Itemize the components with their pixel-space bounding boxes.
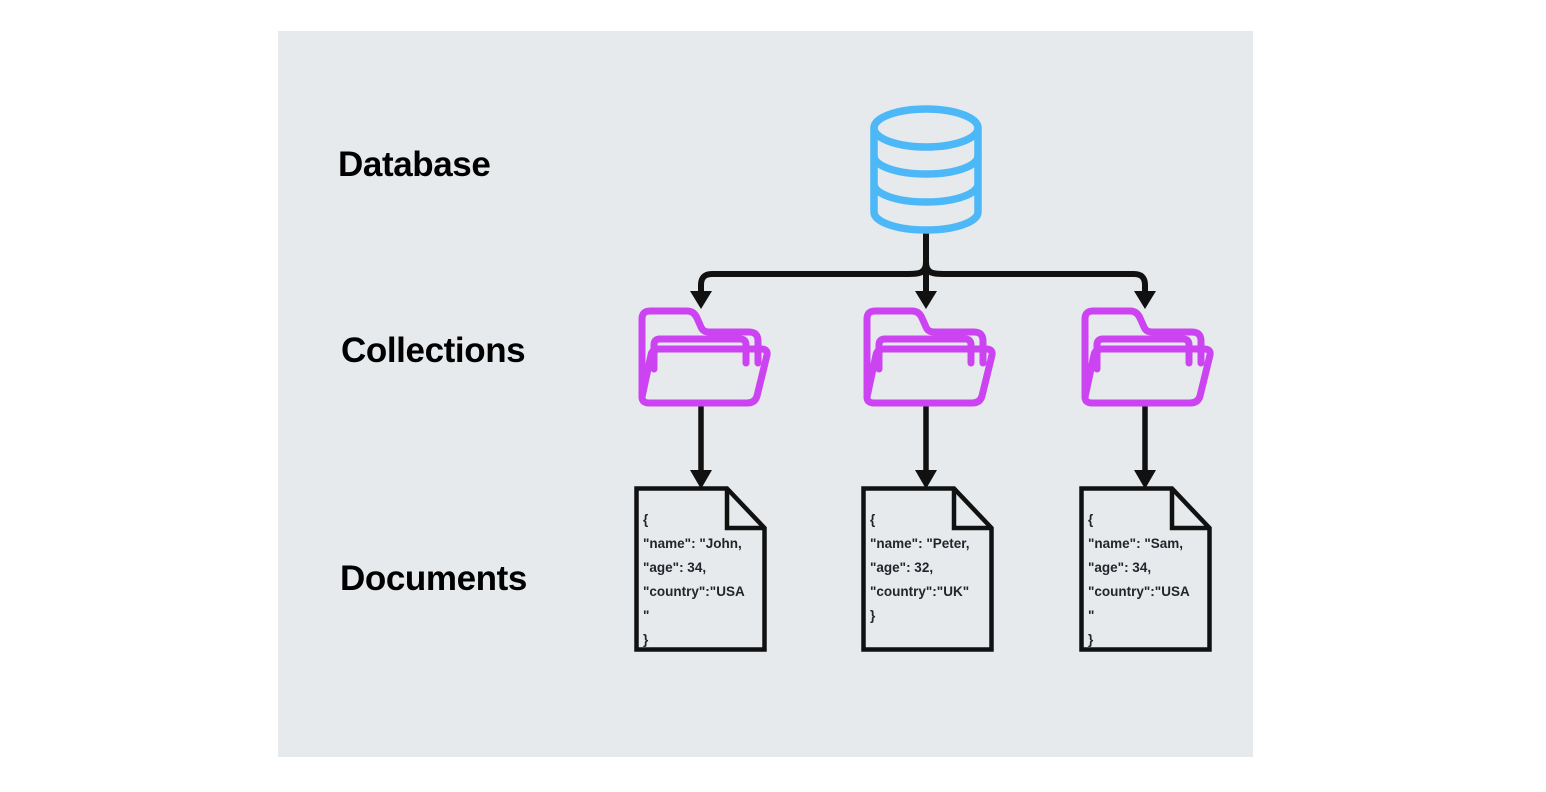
document-json-text: { "name": "Peter, "age": 32, "country":"… <box>870 512 970 623</box>
document-json-text: { "name": "John, "age": 34, "country":"U… <box>643 512 745 647</box>
document-json-text: { "name": "Sam, "age": 34, "country":"US… <box>1088 512 1190 647</box>
document-card[interactable]: { "name": "Sam, "age": 34, "country":"US… <box>1079 486 1212 652</box>
document-page-icon <box>861 486 994 652</box>
document-page-icon <box>634 486 767 652</box>
document-page-icon <box>1079 486 1212 652</box>
document-card[interactable]: { "name": "Peter, "age": 32, "country":"… <box>861 486 994 652</box>
row-label-documents: Documents <box>340 559 527 598</box>
row-label-database: Database <box>338 145 491 184</box>
row-label-collections: Collections <box>341 331 526 370</box>
document-card[interactable]: { "name": "John, "age": 34, "country":"U… <box>634 486 767 652</box>
